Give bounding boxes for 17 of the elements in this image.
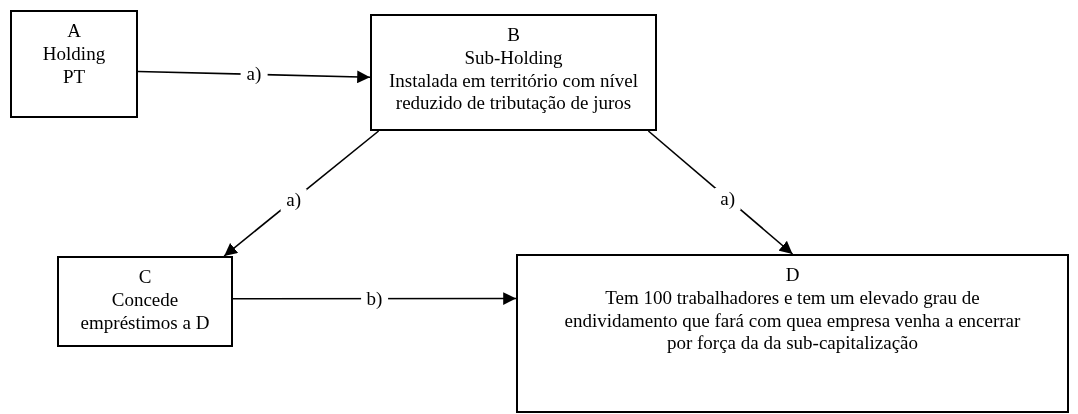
entity-box [516, 254, 1069, 413]
box-text: A [67, 20, 81, 43]
edge-label: a) [714, 187, 741, 210]
entity-box [10, 10, 138, 118]
box-text: Sub-Holding [464, 46, 563, 70]
box-text: D [785, 264, 800, 287]
box-text: Tem 100 trabalhadores e tem um elevado grau de endividamento que fará com quea empresa venha a encerrar por força da da sub-capitalização [563, 286, 1022, 356]
edge-label: a) [240, 63, 268, 86]
edge-label: a) [280, 188, 308, 211]
box-text: Instalada em território com nível reduzido de tributação de juros [388, 69, 639, 116]
box-text: Concede empréstimos a D [79, 288, 211, 335]
entity-box [370, 14, 657, 131]
box-text: B [507, 24, 520, 47]
box-text: Holding PT [41, 42, 107, 89]
entity-box [57, 256, 233, 347]
box-text: C [138, 266, 152, 289]
arrow [232, 292, 517, 305]
